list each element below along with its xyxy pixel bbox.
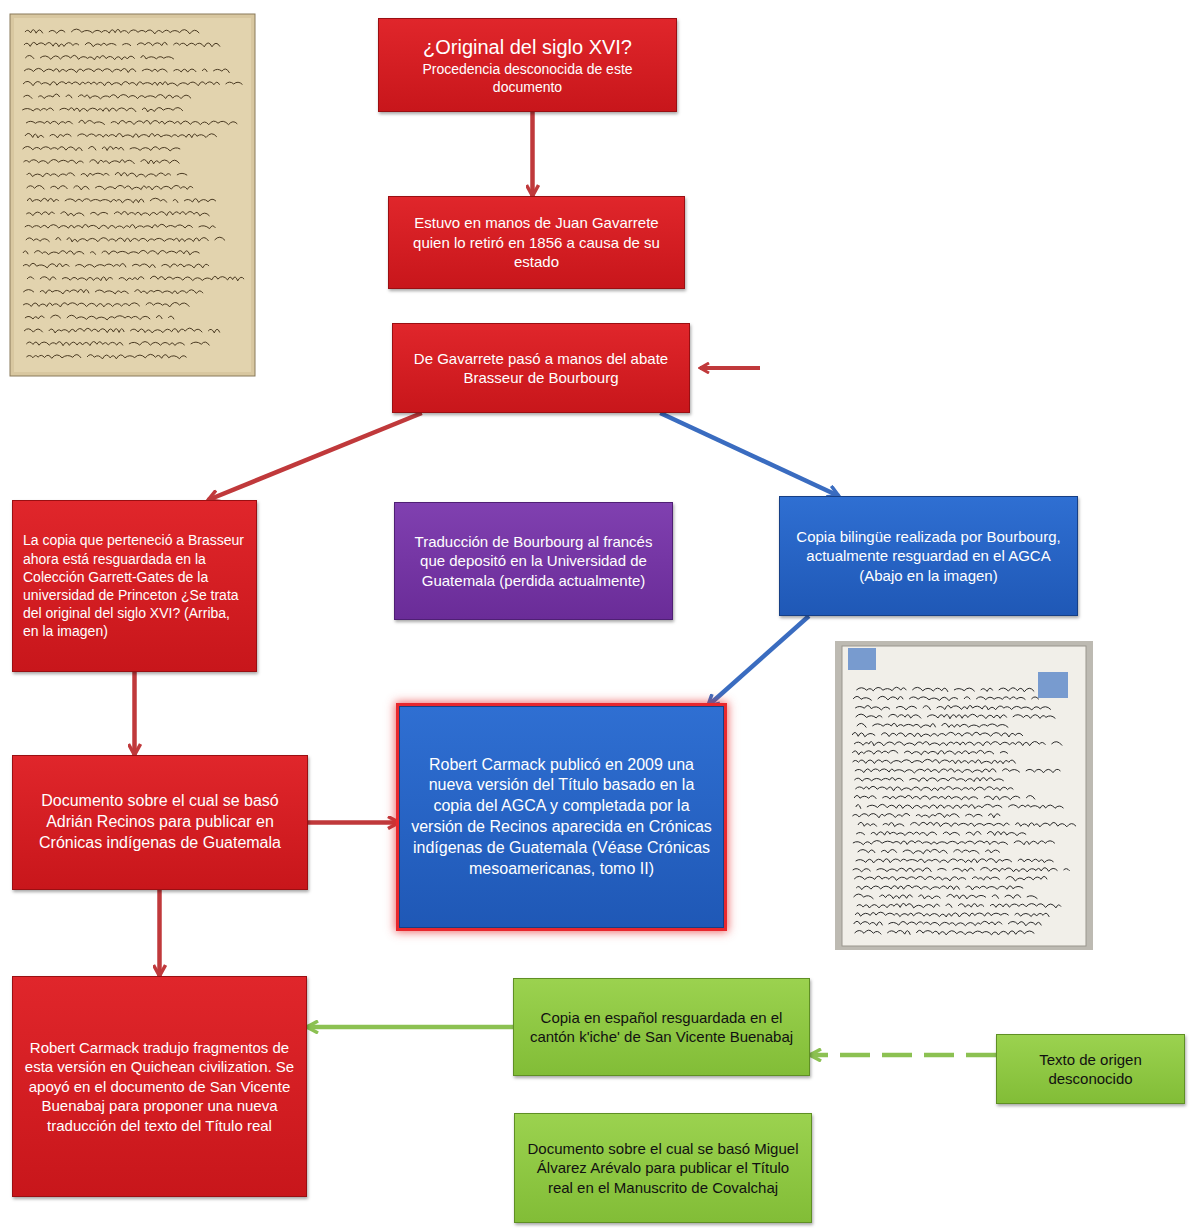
blue-stamp [848,648,876,670]
process-box: La copia que perteneció a Brasseur ahora… [12,500,257,672]
handwriting-line [856,885,1023,890]
box-text: Robert Carmack publicó en 2009 una nueva… [410,755,713,880]
handwriting-line [27,172,188,177]
parchment-page [14,18,251,372]
box-text: Procedencia desconocida de este document… [389,60,666,96]
process-box: Traducción de Bourbourg al francés que d… [394,502,673,620]
handwriting-line [852,750,1008,754]
handwriting-line [23,250,200,255]
handwriting-line [23,302,189,306]
process-box: Documento sobre el cual se basó Miguel Á… [514,1113,812,1223]
handwriting-line [26,342,209,346]
flow-arrow [530,112,535,196]
handwriting-line [856,687,1034,692]
box-text: De Gavarrete pasó a manos del abate Bras… [403,349,679,388]
handwriting-line [23,289,209,294]
handwriting-line [27,198,216,203]
box-text: Documento sobre el cual se basó Miguel Á… [525,1139,801,1198]
handwriting-line [25,133,223,138]
handwriting-line [27,185,193,190]
handwriting-line [23,159,185,163]
box-text: Copia bilingüe realizada por Bourbourg, … [790,527,1067,586]
manuscript-photo [10,14,255,376]
process-box: Robert Carmack publicó en 2009 una nueva… [399,706,724,928]
handwriting-line [853,841,1055,845]
handwriting-line [855,930,1035,935]
blue-stamp [1038,672,1068,698]
handwriting-line [852,813,1000,817]
loose-arrow [700,366,760,370]
box-text: Texto de origen desconocido [1007,1050,1174,1089]
paper-page [842,646,1086,946]
handwriting-line [854,921,1042,926]
handwriting-line [856,859,1054,863]
handwriting-line [855,705,1051,710]
handwriting-line [854,876,1047,881]
process-box: Copia en español resguardada en el cantó… [513,978,810,1076]
process-box: Documento sobre el cual se basó Adrián R… [12,755,308,890]
handwriting-line [24,328,220,333]
handwriting-line [26,211,209,215]
flow-arrow [157,890,162,976]
handwriting-line [22,108,183,112]
handwriting-lines [852,687,1076,935]
handwriting-line [853,696,1045,700]
handwriting-line [23,146,181,151]
handwriting-line [858,822,1076,827]
handwriting-line [857,903,1061,908]
process-box: Estuvo en manos de Juan Gavarrete quien … [388,196,685,289]
handwriting-line [25,224,216,229]
handwriting-line [23,263,209,268]
handwriting-line [23,94,191,99]
box-heading: ¿Original del siglo XVI? [389,34,666,60]
process-box: Texto de origen desconocido [996,1034,1185,1104]
flow-arrow [660,413,839,496]
process-box: Copia bilingüe realizada por Bourbourg, … [779,496,1078,616]
handwriting-line [24,68,229,73]
handwriting-line [26,237,225,242]
flow-arrow [708,616,809,706]
handwriting-line [855,786,1013,791]
handwriting-line [852,732,1023,737]
handwriting-line [856,804,1064,808]
box-text: Copia en español resguardada en el cantó… [524,1008,799,1047]
handwriting-line [854,795,1035,799]
handwriting-line [27,276,244,281]
flow-arrow [307,1025,513,1030]
handwriting-line [856,831,1026,835]
process-box: ¿Original del siglo XVI?Procedencia desc… [378,18,677,112]
box-text: Documento sobre el cual se basó Adrián R… [23,791,297,853]
handwriting-line [854,778,1003,782]
box-text: Estuvo en manos de Juan Gavarrete quien … [399,213,674,272]
handwriting-line [23,81,242,86]
handwriting-line [25,55,174,60]
handwriting-line [857,723,1014,727]
handwriting-line [855,912,1049,917]
handwriting-line [26,354,186,359]
handwriting-line [24,42,220,46]
flow-arrow [208,413,422,500]
flow-arrow [810,1053,996,1058]
process-box: Robert Carmack tradujo fragmentos de est… [12,976,307,1197]
manuscript-photo [835,641,1093,950]
box-text: Traducción de Bourbourg al francés que d… [405,532,662,591]
handwriting-line [853,867,1070,872]
handwriting-line [25,315,174,320]
handwriting-line [25,29,205,34]
flow-arrow [132,672,137,755]
handwriting-line [856,714,1056,719]
handwriting-line [853,759,1016,764]
process-box: De Gavarrete pasó a manos del abate Bras… [392,323,690,413]
box-text: Robert Carmack tradujo fragmentos de est… [23,1038,296,1136]
handwriting-line [858,849,1000,853]
box-text: La copia que perteneció a Brasseur ahora… [23,531,246,640]
handwriting-line [26,120,237,124]
handwriting-line [854,741,1062,745]
handwriting-lines [22,29,244,359]
handwriting-line [854,894,1038,899]
handwriting-line [855,769,1061,773]
flow-arrow [308,820,399,825]
